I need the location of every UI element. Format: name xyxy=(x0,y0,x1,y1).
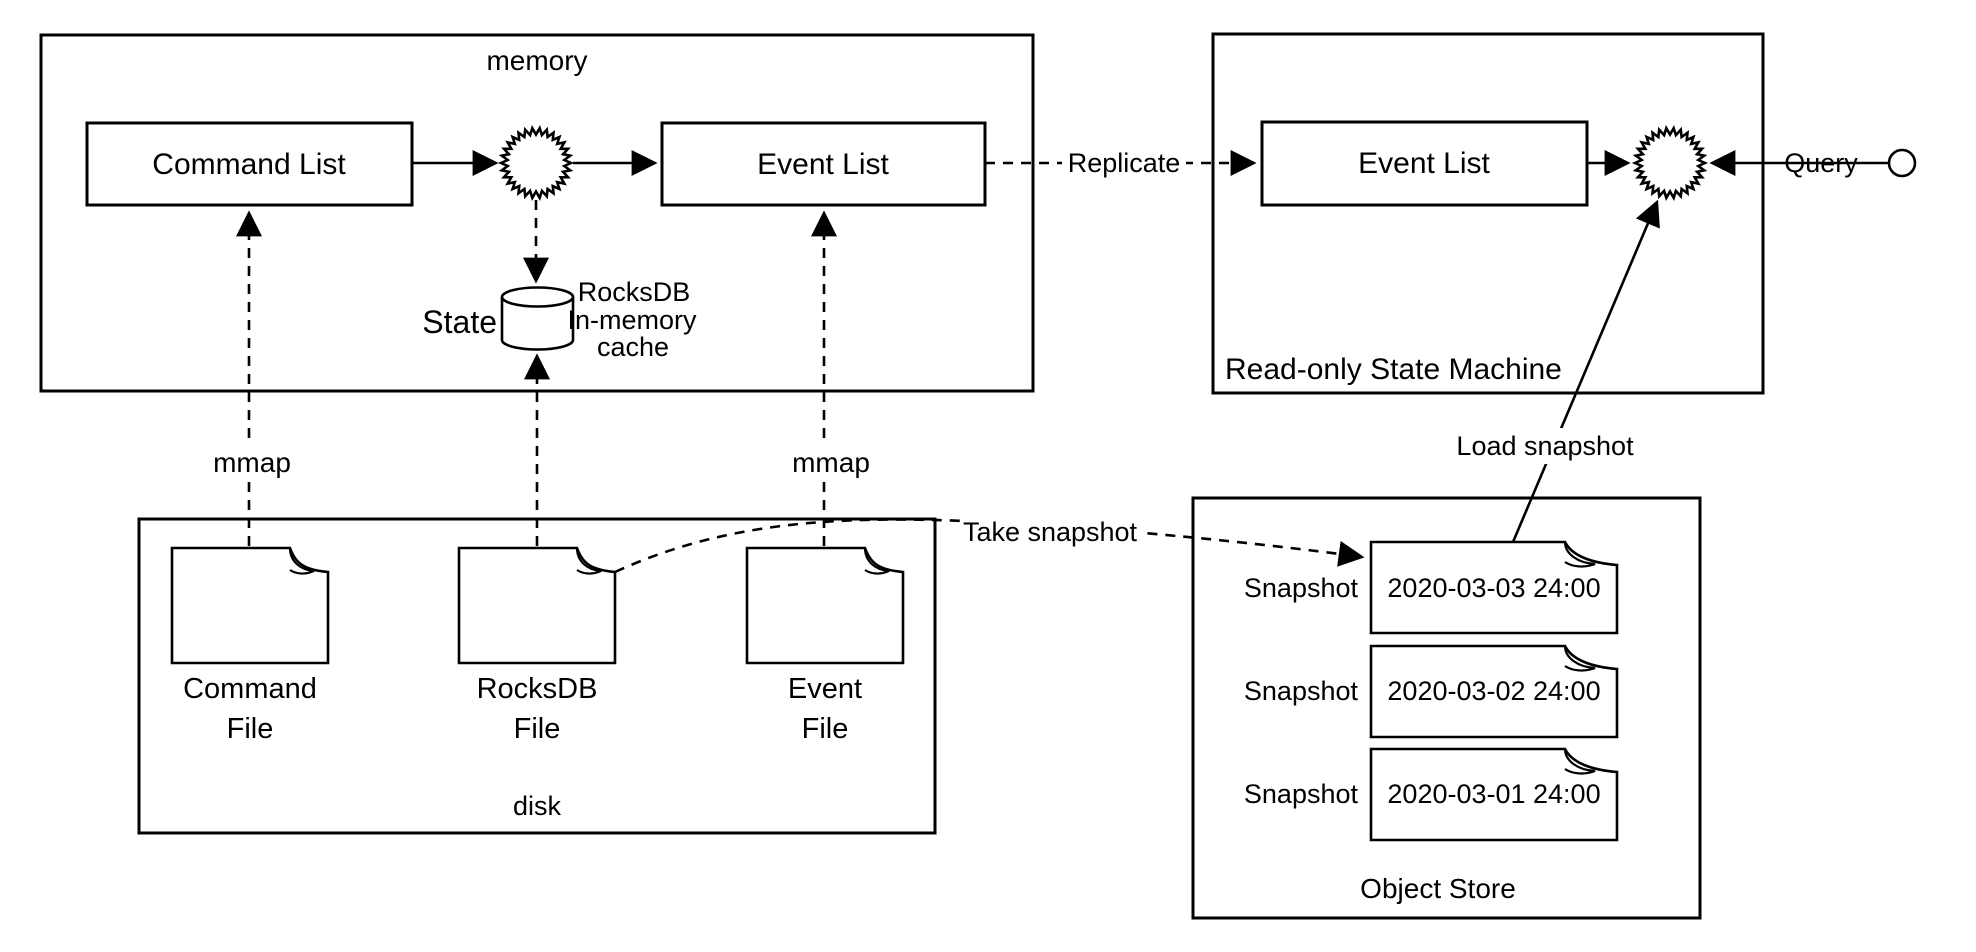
read-only-state-machine-label: Read-only State Machine xyxy=(1225,353,1562,386)
state-label: State xyxy=(422,304,497,340)
read-only-state-machine-box xyxy=(1211,32,1765,395)
command-list-label: Command List xyxy=(152,148,346,181)
event-file-label-line1: Event xyxy=(788,673,862,705)
event-list-label: Event List xyxy=(757,148,889,181)
command-file-label-line1: Command xyxy=(183,673,317,705)
query-client-circle-icon xyxy=(1887,148,1917,178)
load-snapshot-label: Load snapshot xyxy=(1456,431,1634,461)
command-processor-burst-icon xyxy=(497,125,575,201)
replicate-label-mask xyxy=(1062,146,1186,180)
snapshot-row-date: 2020-03-03 24:00 xyxy=(1387,573,1600,603)
object-store-label: Object Store xyxy=(1360,873,1516,904)
snapshot-file-icon xyxy=(1369,540,1619,635)
state-cylinder-icon xyxy=(500,286,575,351)
rsm-event-list-box xyxy=(1260,120,1589,207)
mmap-left-label: mmap xyxy=(213,447,291,478)
snapshot-row-label: Snapshot xyxy=(1244,573,1359,603)
event-file-label-line2: File xyxy=(802,713,849,745)
arrow-take-snapshot xyxy=(614,518,1365,574)
snapshot-file-icon xyxy=(1369,644,1619,739)
event-list-box xyxy=(660,121,987,207)
snapshot-row-date: 2020-03-02 24:00 xyxy=(1387,676,1600,706)
cache-line-2: In-memory xyxy=(567,305,697,335)
load-snapshot-label-mask xyxy=(1460,428,1628,464)
disk-box-label: disk xyxy=(513,791,562,821)
snapshot-row-label: Snapshot xyxy=(1244,676,1359,706)
rocksdb-file-icon xyxy=(457,546,617,665)
query-label: Query xyxy=(1784,148,1858,178)
cache-line-3: cache xyxy=(597,332,669,362)
rocksdb-file-label-line2: File xyxy=(514,713,561,745)
command-list-box xyxy=(85,121,414,207)
snapshot-row-date: 2020-03-01 24:00 xyxy=(1387,779,1600,809)
take-snapshot-label-mask xyxy=(960,513,1140,551)
replicate-label: Replicate xyxy=(1068,148,1181,178)
rsm-event-list-label: Event List xyxy=(1358,147,1490,180)
mmap-right-label: mmap xyxy=(792,447,870,478)
mmap-right-label-mask xyxy=(789,446,873,482)
arrow-load-snapshot xyxy=(1511,199,1660,543)
mmap-left-label-mask xyxy=(210,446,294,482)
event-file-icon xyxy=(745,546,905,665)
cache-line-1: RocksDB xyxy=(578,277,691,307)
command-file-label-line2: File xyxy=(227,713,274,745)
query-processor-burst-icon xyxy=(1631,125,1709,201)
snapshot-row-label: Snapshot xyxy=(1244,779,1359,809)
take-snapshot-label: Take snapshot xyxy=(963,517,1138,547)
command-file-icon xyxy=(170,546,330,665)
memory-box-label: memory xyxy=(486,45,587,76)
rocksdb-file-label-line1: RocksDB xyxy=(477,673,598,705)
snapshot-file-icon xyxy=(1369,747,1619,842)
